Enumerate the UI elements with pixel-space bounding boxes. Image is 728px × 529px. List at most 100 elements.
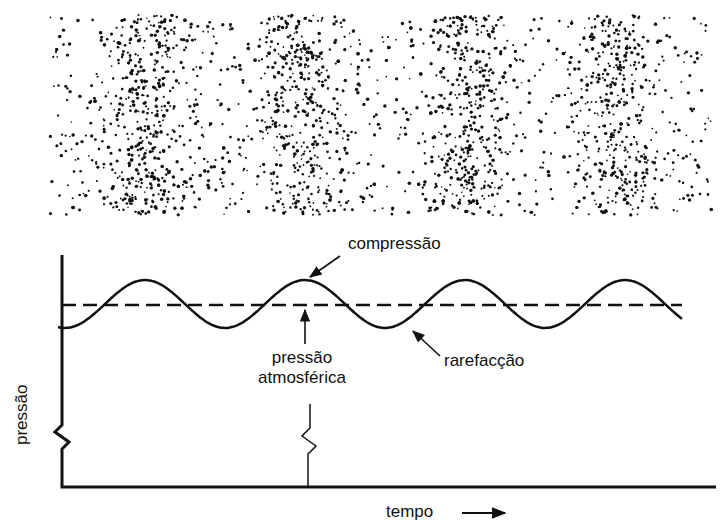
- particle: [269, 126, 272, 129]
- particle: [185, 46, 187, 48]
- particle: [333, 178, 335, 180]
- particle: [128, 97, 130, 99]
- particle: [454, 94, 456, 96]
- particle: [247, 47, 250, 50]
- particle: [409, 26, 412, 29]
- particle: [238, 153, 241, 156]
- particle: [163, 105, 166, 108]
- particle: [442, 67, 445, 70]
- particle: [601, 174, 604, 177]
- particle: [307, 185, 310, 188]
- particle: [480, 106, 482, 108]
- particle: [166, 53, 168, 55]
- particle: [313, 147, 315, 149]
- particle: [209, 122, 213, 126]
- particle: [320, 72, 322, 74]
- particle: [377, 123, 380, 126]
- particle: [245, 157, 247, 159]
- particle: [580, 96, 583, 99]
- particle: [326, 151, 329, 154]
- particle: [307, 77, 310, 80]
- particle: [602, 77, 604, 79]
- particle: [613, 66, 615, 68]
- particle: [328, 157, 330, 159]
- particle: [611, 200, 613, 202]
- particle: [307, 47, 310, 50]
- particle: [524, 43, 527, 46]
- particle: [598, 206, 600, 208]
- particle: [153, 207, 155, 209]
- particle: [493, 92, 495, 94]
- particle: [312, 15, 314, 17]
- particle: [199, 66, 202, 69]
- particle: [160, 198, 163, 201]
- particle: [481, 195, 483, 197]
- particle: [282, 91, 284, 93]
- particle: [492, 27, 495, 30]
- particle: [247, 42, 250, 45]
- particle: [315, 71, 319, 75]
- particle: [318, 211, 320, 213]
- particle: [143, 162, 146, 165]
- particle: [256, 119, 258, 121]
- particle: [142, 69, 145, 72]
- particle: [435, 183, 437, 185]
- particle: [265, 129, 267, 131]
- particle: [158, 25, 162, 29]
- particle: [628, 33, 631, 36]
- particle: [569, 155, 572, 158]
- particle: [312, 124, 315, 127]
- particle: [294, 171, 296, 173]
- particle: [463, 174, 466, 177]
- particle: [116, 114, 119, 117]
- particle: [462, 132, 465, 135]
- particle: [472, 141, 474, 143]
- particle: [663, 59, 665, 61]
- particle: [439, 70, 442, 73]
- particle: [129, 72, 132, 75]
- particle: [234, 66, 237, 69]
- particle: [373, 133, 376, 136]
- particle: [213, 36, 215, 38]
- particle: [276, 150, 278, 152]
- particle: [286, 136, 288, 138]
- particle: [605, 30, 607, 32]
- particle: [456, 194, 458, 196]
- particle: [297, 61, 299, 63]
- particle: [435, 74, 437, 76]
- particle: [266, 126, 269, 129]
- particle: [57, 84, 59, 86]
- particle: [316, 156, 318, 158]
- particle: [673, 130, 675, 132]
- particle: [495, 24, 498, 27]
- particle: [162, 210, 166, 214]
- particle: [579, 44, 581, 46]
- particle: [335, 62, 337, 64]
- particle: [453, 159, 455, 161]
- particle: [452, 22, 454, 24]
- particle: [480, 31, 482, 33]
- particle: [472, 121, 475, 124]
- particle: [88, 190, 90, 192]
- particle: [449, 133, 452, 136]
- particle: [625, 59, 628, 62]
- particle: [415, 106, 418, 109]
- particle: [163, 27, 166, 30]
- particle: [272, 120, 274, 122]
- particle: [115, 95, 117, 97]
- particle: [427, 104, 430, 107]
- particle: [635, 157, 637, 159]
- particle: [134, 64, 137, 67]
- particle: [442, 31, 445, 34]
- particle: [328, 198, 331, 201]
- particle: [286, 109, 289, 112]
- particle: [83, 193, 85, 195]
- particle: [148, 20, 150, 22]
- particle: [443, 76, 446, 79]
- particle: [695, 51, 698, 54]
- particle: [608, 111, 610, 113]
- particle: [296, 108, 298, 110]
- particle: [642, 66, 645, 69]
- particle: [151, 172, 154, 175]
- particle: [162, 77, 165, 80]
